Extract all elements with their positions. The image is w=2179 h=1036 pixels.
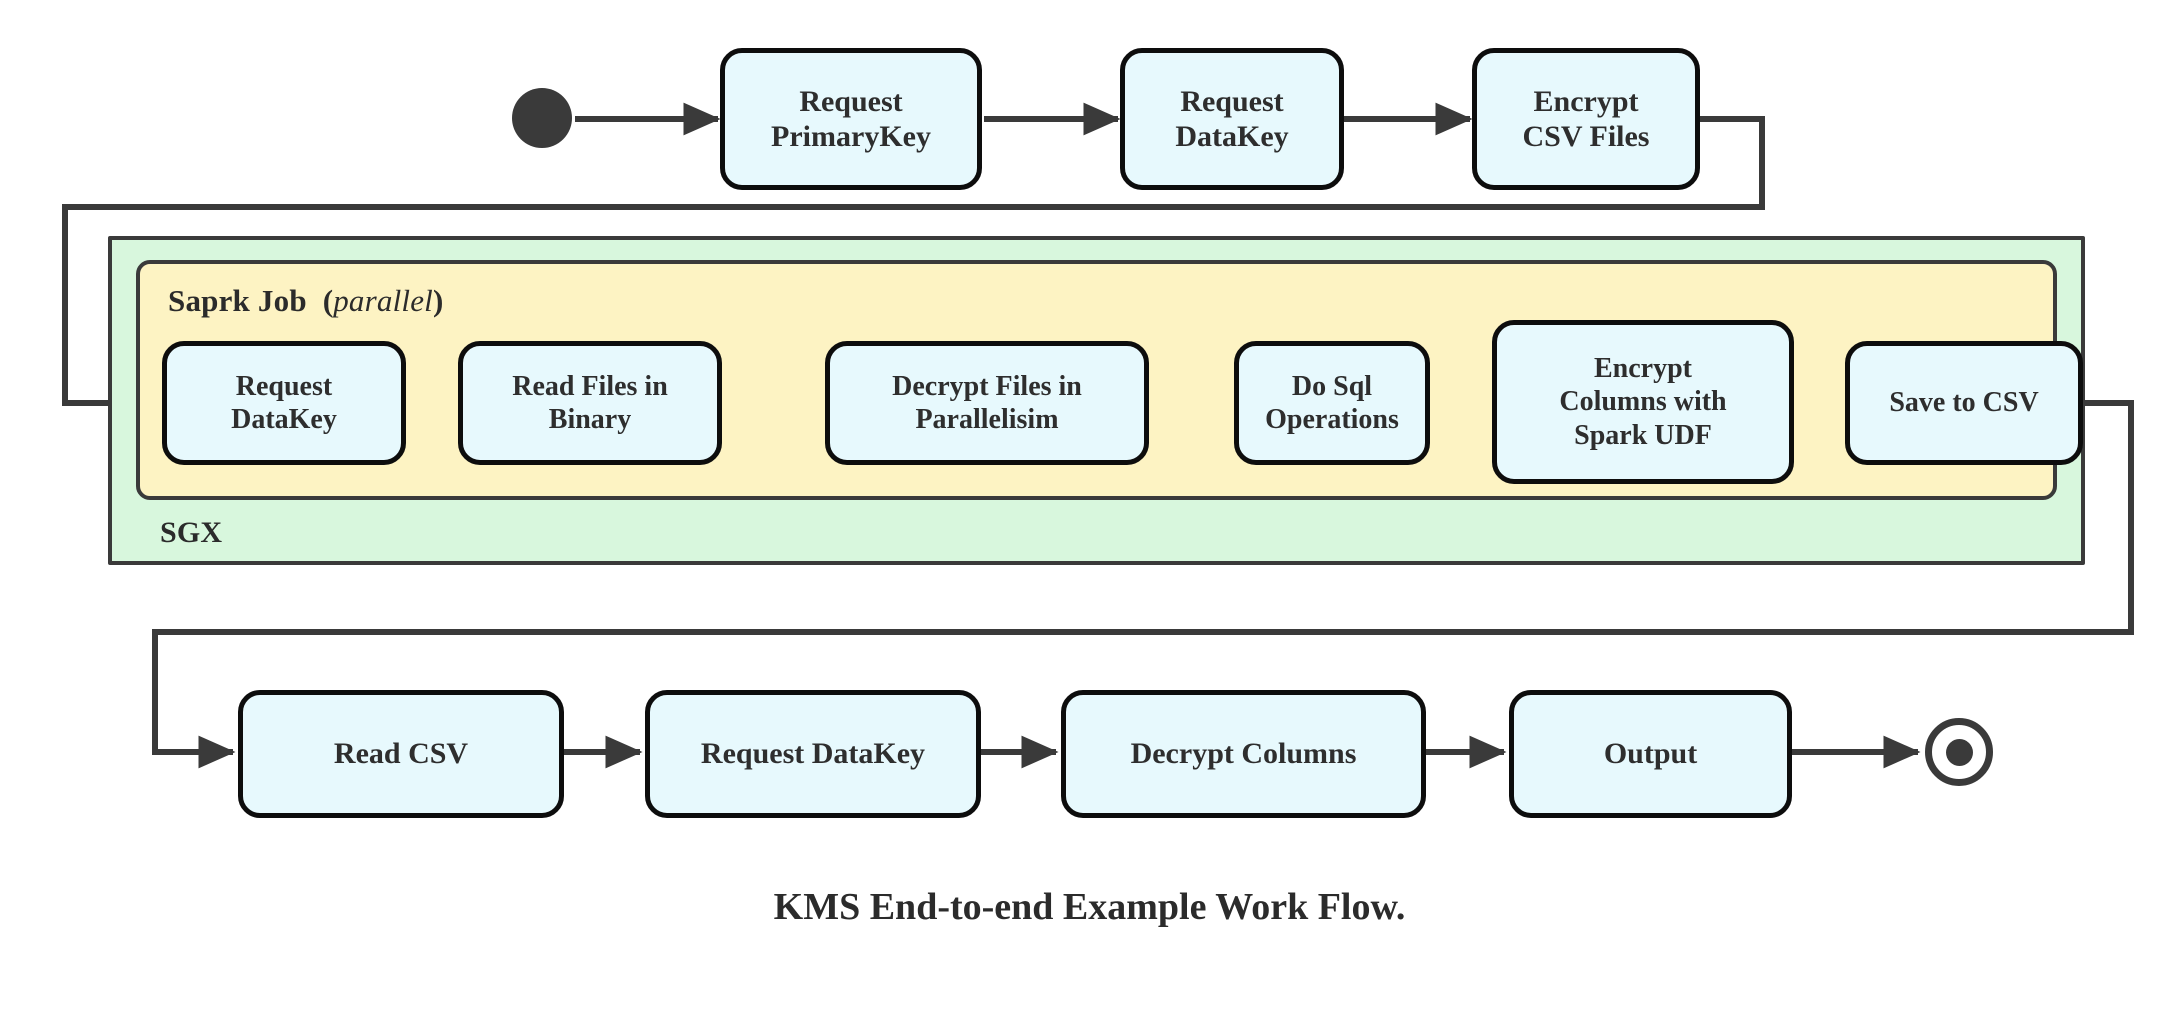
node-request-primarykey-line-1: Request xyxy=(799,84,903,118)
node-read-files-in-binary-line-2: Binary xyxy=(548,404,632,435)
region-sgx-label: SGX xyxy=(160,516,223,549)
node-do-sql-operations-line-1: Do Sql xyxy=(1291,370,1373,402)
node-encrypt-columns-with-spark-udf-line-1: Encrypt xyxy=(1593,353,1692,385)
node-save-to-csv[interactable]: Save to CSV xyxy=(1845,341,2083,465)
node-encrypt-columns-with-spark-udf-line-2: Columns with xyxy=(1559,386,1727,418)
end-node-core xyxy=(1945,738,1973,766)
region-spark-job-paren-open: ( xyxy=(322,283,334,318)
region-spark-job-paren-close: ) xyxy=(432,283,444,318)
node-read-files-in-binary-line-1: Read Files in xyxy=(512,370,668,402)
node-request-primarykey[interactable]: Request PrimaryKey xyxy=(720,48,982,190)
node-read-csv[interactable]: Read CSV xyxy=(238,690,564,818)
diagram-caption: KMS End-to-end Example Work Flow. xyxy=(773,886,1406,928)
node-encrypt-csv-files-line-2: CSV Files xyxy=(1522,120,1650,153)
node-encrypt-csv-files-line-1: Encrypt xyxy=(1533,84,1639,118)
region-spark-job-modifier: parallel xyxy=(333,283,433,318)
node-decrypt-files-in-parallelisim[interactable]: Decrypt Files in Parallelisim xyxy=(825,341,1149,465)
node-output[interactable]: Output xyxy=(1509,690,1792,818)
node-request-datakey-spark-line-2: DataKey xyxy=(231,404,337,435)
start-node xyxy=(512,88,572,148)
node-request-datakey-top-line-2: DataKey xyxy=(1175,120,1289,153)
node-save-to-csv-line-1: Save to CSV xyxy=(1889,387,2039,419)
node-request-datakey-bottom-line-1: Request DataKey xyxy=(700,737,926,771)
node-output-line-1: Output xyxy=(1603,737,1698,771)
node-do-sql-operations[interactable]: Do Sql Operations xyxy=(1234,341,1430,465)
node-decrypt-columns[interactable]: Decrypt Columns xyxy=(1061,690,1426,818)
node-encrypt-columns-with-spark-udf-line-3: Spark UDF xyxy=(1574,419,1712,451)
region-spark-job-title: Saprk Job xyxy=(168,283,307,318)
end-node xyxy=(1925,718,1993,786)
node-request-datakey-spark-line-1: Request xyxy=(235,370,333,402)
node-request-datakey-top-line-1: Request xyxy=(1180,84,1284,118)
node-read-csv-line-1: Read CSV xyxy=(333,737,469,771)
node-encrypt-csv-files[interactable]: Encrypt CSV Files xyxy=(1472,48,1700,190)
node-encrypt-columns-with-spark-udf[interactable]: Encrypt Columns with Spark UDF xyxy=(1492,320,1794,484)
node-decrypt-columns-line-1: Decrypt Columns xyxy=(1130,737,1357,771)
node-decrypt-files-in-parallelisim-line-2: Parallelisim xyxy=(915,404,1059,435)
node-request-datakey-spark[interactable]: Request DataKey xyxy=(162,341,406,465)
node-request-primarykey-line-2: PrimaryKey xyxy=(771,120,931,153)
node-do-sql-operations-line-2: Operations xyxy=(1265,404,1399,435)
region-spark-job-label: Saprk Job (parallel) xyxy=(168,283,444,319)
node-decrypt-files-in-parallelisim-line-1: Decrypt Files in xyxy=(892,370,1082,402)
node-request-datakey-top[interactable]: Request DataKey xyxy=(1120,48,1344,190)
node-read-files-in-binary[interactable]: Read Files in Binary xyxy=(458,341,722,465)
node-request-datakey-bottom[interactable]: Request DataKey xyxy=(645,690,981,818)
